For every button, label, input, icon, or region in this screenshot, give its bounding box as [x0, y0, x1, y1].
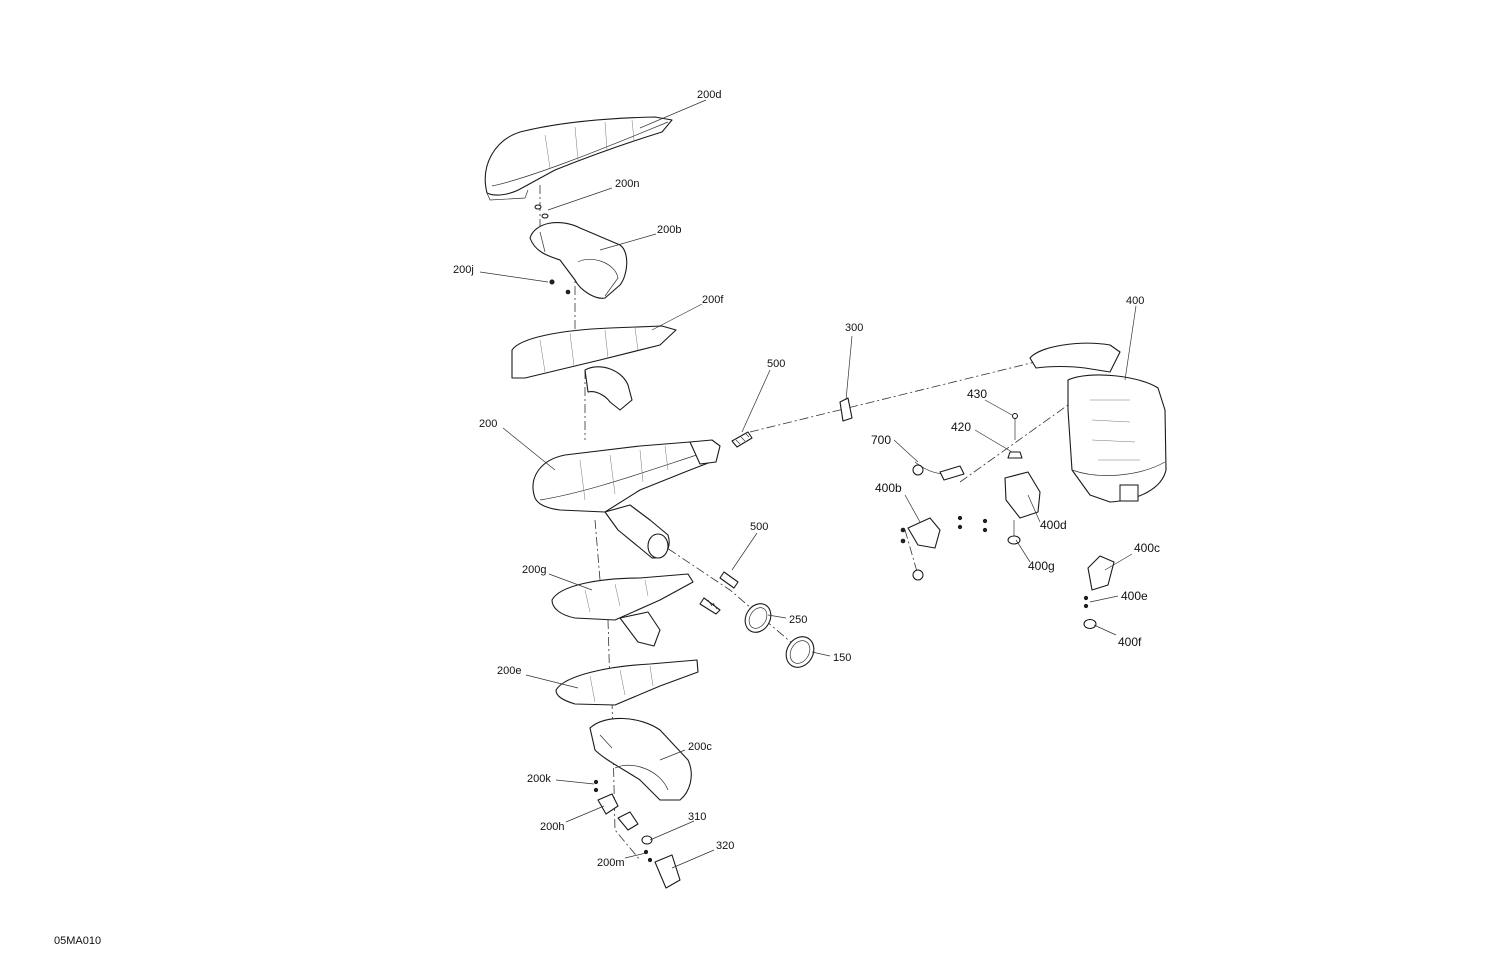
- callout-200h: 200h: [540, 821, 564, 833]
- part-310-grommet: [641, 835, 653, 845]
- part-500-spring-lower: [699, 571, 739, 615]
- callout-200m: 200m: [597, 857, 625, 869]
- callout-200g: 200g: [522, 564, 546, 576]
- part-200f-middle-shield: [511, 325, 677, 411]
- callout-700: 700: [871, 433, 891, 447]
- part-430-bolt: [1012, 413, 1018, 440]
- callout-400e: 400e: [1121, 589, 1148, 603]
- callout-420: 420: [951, 420, 971, 434]
- part-200k-screws: [593, 779, 599, 793]
- part-400f-nut: [1083, 619, 1097, 629]
- part-400d-bracket: [957, 471, 1041, 533]
- part-400g-grommet: [1007, 520, 1021, 545]
- part-250-ring: [744, 603, 772, 633]
- callout-400c: 400c: [1134, 541, 1160, 555]
- part-200d-top-heat-shield: [484, 116, 673, 201]
- part-200b-shield-section: [529, 222, 628, 299]
- callout-labels: 200d 200n 200b 200j 200f 200 500 300 400…: [453, 89, 1160, 869]
- part-420-nut: [1007, 451, 1023, 459]
- callout-500-mid: 500: [750, 521, 768, 533]
- part-200n-washers: [534, 204, 549, 219]
- part-200m-nuts: [643, 849, 653, 863]
- part-200c-heat-guard: [589, 717, 692, 801]
- part-300-grommet: [839, 397, 853, 422]
- callout-200k: 200k: [527, 773, 551, 785]
- part-200h-clips: [597, 793, 639, 831]
- callout-400g: 400g: [1028, 559, 1055, 573]
- callout-200f: 200f: [702, 294, 724, 306]
- callout-400b: 400b: [875, 481, 902, 495]
- callout-200: 200: [479, 418, 497, 430]
- part-320-bumper: [654, 854, 681, 889]
- callout-320: 320: [716, 840, 734, 852]
- callout-200b: 200b: [657, 224, 681, 236]
- part-200e-lower-shield: [555, 659, 699, 706]
- callout-400: 400: [1126, 295, 1144, 307]
- leader-lines: [479, 99, 1137, 869]
- part-200-tuned-pipe: [532, 439, 721, 559]
- part-400b-bracket: [900, 517, 941, 581]
- part-500-spring-top: [731, 431, 753, 448]
- part-150-ring: [785, 636, 815, 668]
- part-200g-lower-shield: [551, 573, 694, 647]
- callout-400d: 400d: [1040, 518, 1067, 532]
- part-400c-bracket: [1087, 555, 1115, 591]
- callout-200d: 200d: [697, 89, 721, 101]
- callout-500-top: 500: [767, 358, 785, 370]
- callout-200e: 200e: [497, 665, 521, 677]
- part-400e-washers: [1083, 595, 1089, 609]
- callout-200c: 200c: [688, 741, 712, 753]
- callout-250: 250: [789, 614, 807, 626]
- callout-150: 150: [833, 652, 851, 664]
- callout-300: 300: [845, 322, 863, 334]
- part-200j-screws: [549, 279, 571, 295]
- part-400-muffler: [1029, 342, 1167, 503]
- drawing-reference-code: 05MA010: [54, 935, 101, 947]
- callout-200n: 200n: [615, 178, 639, 190]
- callout-400f: 400f: [1118, 635, 1142, 649]
- callout-310: 310: [688, 811, 706, 823]
- part-700-sensor: [912, 461, 965, 481]
- assembly-centerlines: [539, 185, 1069, 861]
- callout-200j: 200j: [453, 264, 474, 276]
- callout-430: 430: [967, 387, 987, 401]
